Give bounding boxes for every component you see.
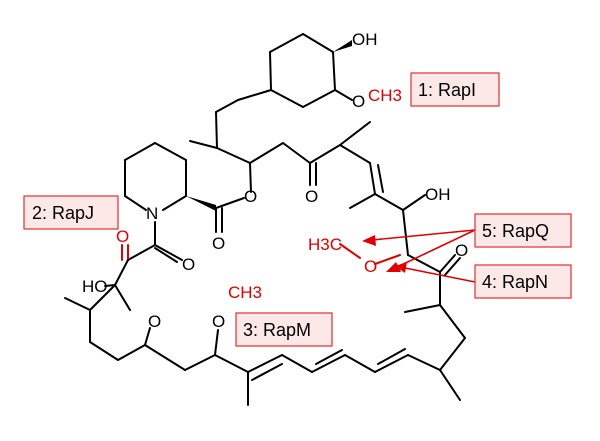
tricarbonyl bbox=[114, 221, 183, 286]
n-label: N bbox=[146, 204, 158, 223]
ome-red-o: O bbox=[364, 257, 377, 276]
ketone-mid-o: O bbox=[305, 187, 318, 206]
red-keto-o: O bbox=[116, 227, 129, 246]
label-rapq-text: 5: RapQ bbox=[482, 221, 549, 241]
macrocycle-upper bbox=[189, 121, 404, 211]
ester-linkage bbox=[186, 196, 245, 233]
ome-mid-ch3: CH3 bbox=[228, 283, 262, 302]
label-rapj: 2: RapJ bbox=[23, 195, 119, 230]
ome-red-h3c: H3C bbox=[308, 235, 342, 254]
lactone-ring-o: O bbox=[244, 187, 257, 206]
hemiketal-ho: HO bbox=[82, 277, 108, 296]
label-rapn-text: 4: RapN bbox=[482, 272, 548, 292]
label-rapi-text: 1: RapI bbox=[418, 80, 476, 100]
pyran-o: O bbox=[148, 312, 161, 331]
label-rapq: 5: RapQ bbox=[474, 213, 572, 248]
piperidine-ring bbox=[124, 142, 187, 211]
oh-top-label: OH bbox=[352, 30, 378, 49]
triene-chain bbox=[184, 194, 466, 406]
label-rapm: 3: RapM bbox=[235, 312, 333, 347]
ome-top-o: O bbox=[352, 92, 365, 111]
pyran-ring bbox=[64, 284, 186, 371]
label-rapn: 4: RapN bbox=[474, 264, 572, 299]
ome-top-ch3: CH3 bbox=[368, 86, 402, 105]
label-rapm-text: 3: RapM bbox=[243, 320, 311, 340]
amide-o: O bbox=[182, 255, 195, 274]
label-rapi: 1: RapI bbox=[410, 72, 500, 107]
oh-mid-label: OH bbox=[425, 185, 451, 204]
enzyme-arrows bbox=[362, 229, 476, 283]
label-rapj-text: 2: RapJ bbox=[32, 203, 94, 223]
lactone-carbonyl-o: O bbox=[212, 234, 225, 253]
ome-mid-o: O bbox=[212, 312, 225, 331]
cyclohexyl-ring bbox=[215, 33, 353, 149]
ketone-right-o: O bbox=[455, 241, 468, 260]
